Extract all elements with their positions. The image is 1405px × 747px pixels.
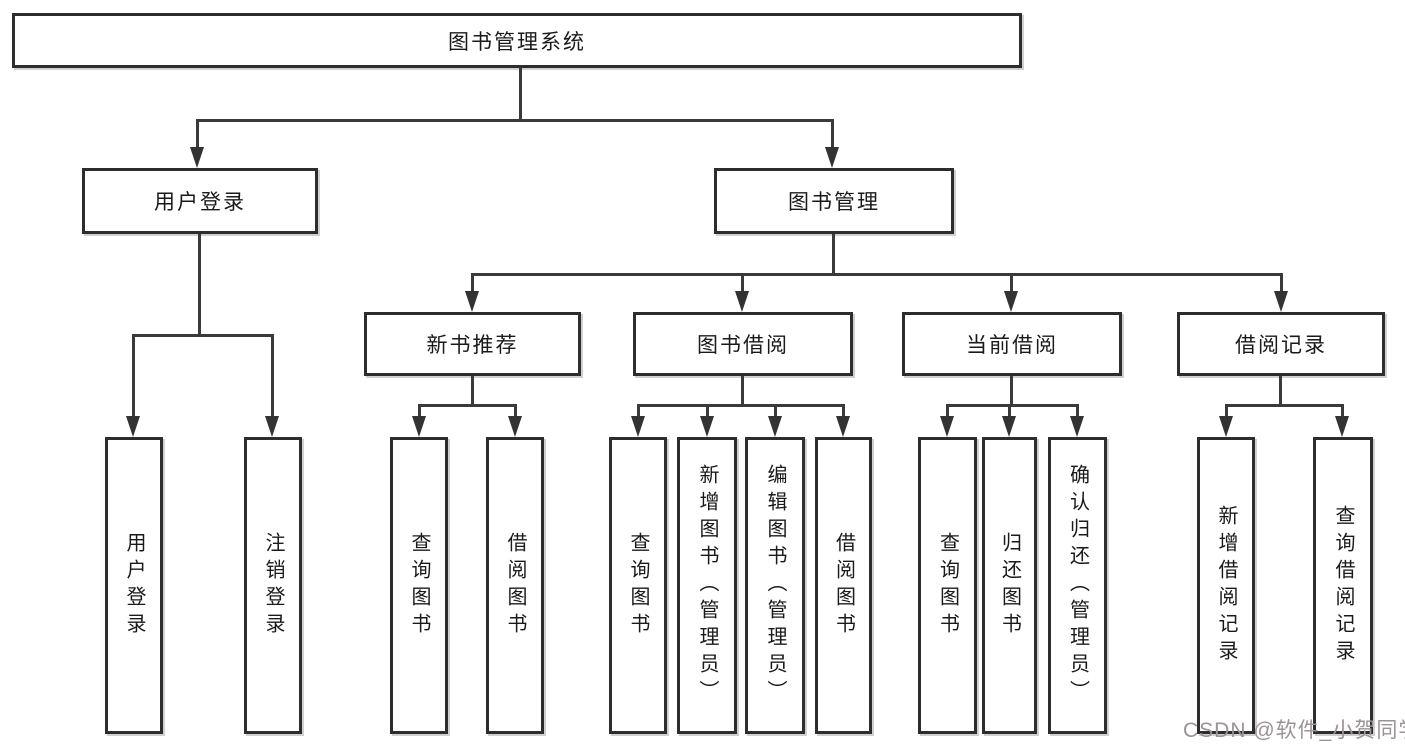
leaf-user-login: 用户登录 <box>105 437 163 734</box>
node-label: 借阅图书 <box>504 531 526 640</box>
connector-line <box>196 119 834 122</box>
leaf-query-borrow-record: 查询借阅记录 <box>1313 437 1373 734</box>
leaf-borrow-books-recommend: 借阅图书 <box>486 437 544 734</box>
node-label: 图书管理 <box>788 191 880 214</box>
arrowhead-down <box>265 416 279 437</box>
connector-line <box>1279 376 1282 407</box>
node-label: 新增图书（管理员） <box>696 464 718 707</box>
arrowhead-down <box>1335 416 1349 437</box>
arrowhead-down <box>940 416 954 437</box>
node-label: 归还图书 <box>998 531 1021 640</box>
arrowhead-down <box>735 291 749 312</box>
connector-line <box>1225 404 1343 407</box>
node-label: 用户登录 <box>123 531 145 640</box>
arrowhead-down <box>1004 291 1018 312</box>
node-label: 借阅记录 <box>1235 334 1327 357</box>
node-library-system: 图书管理系统 <box>12 13 1022 68</box>
node-label: 查询图书 <box>408 531 430 640</box>
connector-line <box>1076 404 1079 420</box>
arrowhead-down <box>412 416 426 437</box>
connector-line <box>514 404 517 420</box>
leaf-edit-books-admin: 编辑图书（管理员） <box>745 437 805 734</box>
arrowhead-down <box>1219 416 1233 437</box>
leaf-query-books-borrow: 查询图书 <box>609 437 667 734</box>
connector-line <box>1010 273 1013 295</box>
connector-line <box>418 404 517 407</box>
node-borrow-records: 借阅记录 <box>1177 312 1385 376</box>
connector-line <box>519 68 522 121</box>
arrowhead-down <box>700 416 714 437</box>
node-label: 当前借阅 <box>966 334 1058 357</box>
connector-line <box>946 404 949 420</box>
connector-line <box>198 234 201 337</box>
node-label: 查询图书 <box>936 531 959 640</box>
connector-line <box>832 234 835 276</box>
arrowhead-down <box>1274 291 1288 312</box>
leaf-add-books-admin: 新增图书（管理员） <box>677 437 737 734</box>
connector-line <box>774 404 777 420</box>
connector-line <box>132 334 274 337</box>
node-new-book-recommend: 新书推荐 <box>364 312 581 376</box>
node-book-management: 图书管理 <box>714 168 954 234</box>
node-label: 图书管理系统 <box>448 30 586 54</box>
connector-line <box>471 273 474 295</box>
leaf-logout: 注销登录 <box>244 437 302 734</box>
arrowhead-down <box>836 416 850 437</box>
arrowhead-down <box>126 416 140 437</box>
leaf-borrow-books: 借阅图书 <box>815 437 872 734</box>
leaf-query-books-current: 查询图书 <box>918 437 977 734</box>
arrowhead-down <box>631 416 645 437</box>
arrowhead-down <box>825 147 839 168</box>
node-label: 注销登录 <box>262 531 284 640</box>
arrowhead-down <box>190 147 204 168</box>
connector-line <box>637 404 640 420</box>
connector-line <box>842 404 845 420</box>
node-label: 用户登录 <box>154 191 246 214</box>
node-label: 查询图书 <box>627 531 649 640</box>
node-label: 确认归还（管理员） <box>1066 464 1089 707</box>
connector-line <box>741 376 744 407</box>
node-label: 新书推荐 <box>426 334 519 357</box>
node-label: 新增借阅记录 <box>1215 504 1237 667</box>
connector-line <box>637 404 845 407</box>
connector-line <box>946 404 1079 407</box>
connector-line <box>706 404 709 420</box>
connector-line <box>196 119 199 151</box>
connector-line <box>471 273 1283 276</box>
csdn-watermark: CSDN @软件_小贺同学 <box>1183 719 1405 742</box>
leaf-add-borrow-record: 新增借阅记录 <box>1197 437 1255 734</box>
node-label: 编辑图书（管理员） <box>764 464 786 707</box>
node-current-borrow: 当前借阅 <box>902 312 1122 376</box>
leaf-confirm-return-admin: 确认归还（管理员） <box>1048 437 1107 734</box>
connector-line <box>831 119 834 151</box>
node-label: 借阅图书 <box>832 531 855 640</box>
node-label: 图书借阅 <box>697 334 789 357</box>
connector-line <box>418 404 421 420</box>
connector-line <box>1341 404 1344 420</box>
node-label: 查询借阅记录 <box>1332 504 1354 667</box>
connector-line <box>1010 376 1013 407</box>
connector-line <box>471 376 474 407</box>
connector-line <box>741 273 744 295</box>
leaf-query-books-recommend: 查询图书 <box>390 437 448 734</box>
connector-line <box>1008 404 1011 420</box>
node-user-login: 用户登录 <box>82 168 318 234</box>
arrowhead-down <box>768 416 782 437</box>
connector-line <box>271 334 274 420</box>
node-book-borrow: 图书借阅 <box>633 312 853 376</box>
arrowhead-down <box>465 291 479 312</box>
connector-line <box>1225 404 1228 420</box>
connector-line <box>132 334 135 420</box>
arrowhead-down <box>508 416 522 437</box>
connector-line <box>1280 273 1283 295</box>
arrowhead-down <box>1070 416 1084 437</box>
arrowhead-down <box>1002 416 1016 437</box>
leaf-return-books: 归还图书 <box>982 437 1037 734</box>
